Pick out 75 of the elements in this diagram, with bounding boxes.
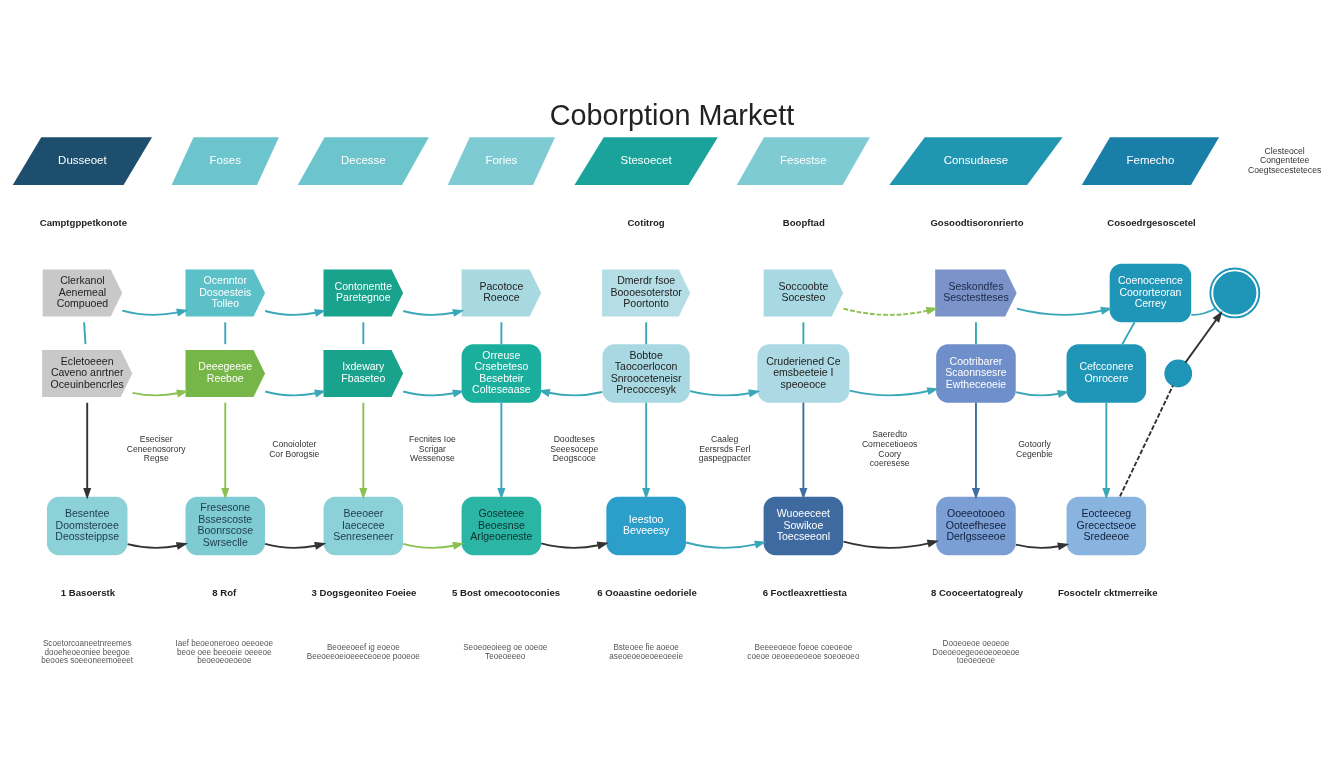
arrow [842,539,939,549]
label: 6 Foctleaxrettiesta [762,586,847,598]
node-box: Beeoeer Iaececee Senreseneer [323,496,404,555]
node-box: Ieestoo Beveeesy [606,496,686,555]
connector [802,320,805,345]
label: 1 Basoerstk [60,586,116,598]
label: 8 Cooceertatogrealy [930,586,1023,598]
node-circle [1164,359,1193,387]
label: Doodteses Seeesocepe Deogscoce [550,433,599,463]
arrow [131,389,189,397]
arrow [402,541,465,550]
node-label: Boopftad [782,216,825,228]
connector [1190,307,1217,316]
label: 5 Bost omecootoconies [452,586,561,598]
label: Fosoctelr cktmerreike [1057,586,1158,598]
arrow [359,401,368,499]
label: Fecnites Ioe Scrigar Wessenose [408,433,456,463]
node-box: Wuoeeceet Sowikoe Toecseeonl [763,496,844,555]
connector [975,320,977,345]
arrow [689,388,761,397]
arrow [1184,310,1223,364]
connector [83,320,87,345]
node-box: Fresesone Bssescoste Boonrscose Swrseclle [185,496,266,555]
label: Caaleg Eersrsds Ferl gaspegpacter [698,433,751,463]
node-box: Cruderiened Ce emsbeeteie I speoeoce [757,343,850,403]
label: Eseciser Ceneenosorory Regse [126,433,186,463]
node-box: Eocteeceg Grecectseoe Sredeeoe [1066,496,1147,555]
arrow [126,541,189,550]
label: Conoioloter Cor Borogsie [269,438,320,459]
arrow [402,389,465,397]
label: 6 Ooaastine oedoriele [597,586,697,598]
arrow [1015,389,1070,398]
connector [362,320,365,345]
arrow [1102,401,1111,499]
node-label: Cotitrog [627,216,665,228]
arrow [848,386,939,396]
arrow [264,389,327,397]
connector [1119,384,1174,497]
connector [645,320,648,345]
arrow [685,540,767,549]
arrow [121,308,189,316]
label: Saeredto Cornecetioeos Coory coeresese [861,428,918,468]
arrow [221,401,230,499]
arrow [264,541,327,550]
node-box: Ooeeotooeo Ooteefhesee Derlgsseeoe [936,496,1016,555]
node-box: Orreuse Crsebeteso Besebteir Colteseaase [461,343,542,403]
connector [224,320,227,345]
arrow [799,401,808,499]
arrow [538,388,604,397]
arrow [83,401,92,499]
arrow [1015,541,1070,550]
diagram-title: Coborption Markett [549,98,795,131]
arrow [402,308,465,317]
node-box: Goseteee Beoesnse Arlgeoeneste [461,496,542,555]
arrow [264,308,327,317]
label: 3 Dogsgeoniteo Foeiee [311,586,417,598]
label: 8 Rof [212,586,237,598]
node-box: Coenoceence Coororteoran Cerrey [1109,263,1192,322]
node-box: Cefcconere Onrocere [1066,343,1147,403]
arrow [497,401,506,499]
label: Gotoorly Cegenbie [1016,438,1053,459]
node-label: Gosoodtisoronrierto [930,216,1024,228]
node-label: Cosoedrgesoscetel [1107,216,1196,228]
node-label: Camptgppetkonote [39,216,128,228]
connector [500,320,503,345]
node-box: Besentee Doomsteroee Deossteippse [46,496,128,555]
label: Clesteocel Congentetee Coegtsecesteteces [1248,145,1322,175]
arrow [971,401,980,499]
arrow [540,541,609,549]
node-box: Cootribarer Scaonnsesre Ewtheceoeie [936,343,1016,403]
arrow [642,401,651,499]
node-box: Bobtoe Taocoerlocon Snrooceteneisr Precoccesyk [602,343,690,403]
connector [1121,320,1136,345]
arrow [842,306,938,316]
arrow [1015,306,1113,316]
